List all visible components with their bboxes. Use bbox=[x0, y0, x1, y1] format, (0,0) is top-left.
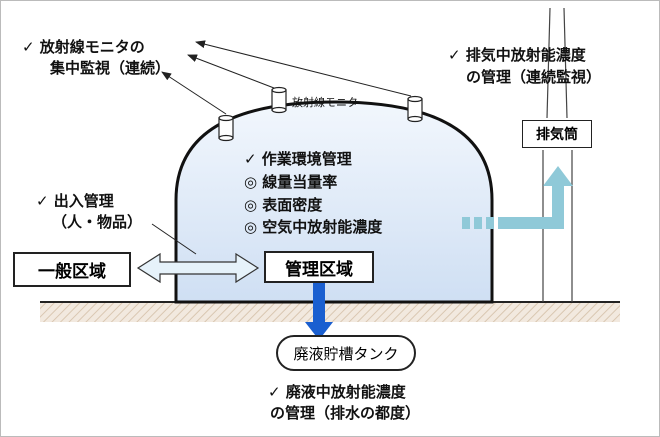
leader-entry-control bbox=[151, 223, 197, 255]
label-entry-line1: ✓ 出入管理 bbox=[36, 192, 114, 210]
leader-monitor-right bbox=[195, 40, 412, 97]
building-dome bbox=[174, 100, 494, 304]
label-work-item1: ◎ 線量当量率 bbox=[244, 173, 338, 191]
controlled-area-box: 管理区域 bbox=[264, 251, 374, 283]
stack-label-box: 排気筒 bbox=[522, 120, 592, 148]
label-monitor-line1: ✓ 放射線モニタの bbox=[22, 38, 145, 56]
label-work-title: ✓ 作業環境管理 bbox=[244, 150, 352, 168]
drain-arrow bbox=[305, 282, 333, 340]
label-liquid-line1: ✓ 廃液中放射能濃度 bbox=[268, 383, 406, 401]
label-entry-line2: （人・物品） bbox=[52, 213, 143, 231]
radiation-monitor-left bbox=[218, 114, 234, 142]
general-area-box: 一般区域 bbox=[13, 252, 131, 287]
label-liquid-line2: の管理（排水の都度） bbox=[270, 404, 421, 422]
ground-tint bbox=[40, 302, 620, 322]
exhaust-flow-arrow bbox=[462, 166, 573, 229]
access-double-arrow bbox=[136, 252, 260, 284]
leader-monitor-center bbox=[187, 54, 275, 89]
label-monitor-line2: 集中監視（連続） bbox=[50, 59, 171, 77]
label-exhaust-line2: の管理（連続監視） bbox=[466, 68, 602, 86]
radiation-monitor-right bbox=[407, 95, 423, 123]
leader-monitor-left bbox=[161, 71, 227, 115]
label-exhaust-line1: ✓ 排気中放射能濃度 bbox=[448, 46, 586, 64]
label-work-item3: ◎ 空気中放射能濃度 bbox=[244, 218, 383, 236]
label-monitor-small: 放射線モニタ bbox=[292, 96, 358, 109]
waste-tank: 廃液貯槽タンク bbox=[276, 335, 416, 371]
radiation-monitor-center bbox=[271, 86, 287, 114]
label-work-item2: ◎ 表面密度 bbox=[244, 196, 323, 214]
